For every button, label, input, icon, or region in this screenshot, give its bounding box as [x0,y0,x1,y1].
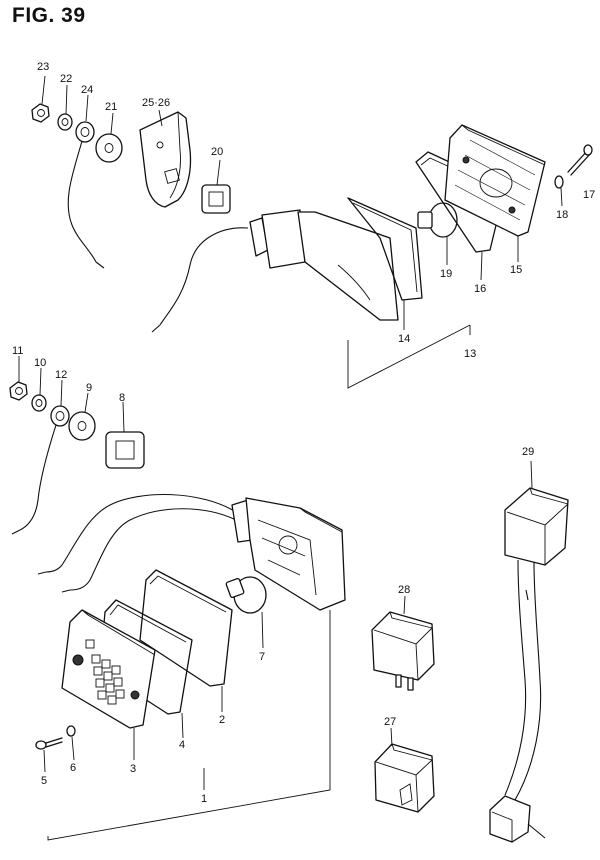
callout-9: 9 [86,382,92,394]
callout-3: 3 [130,763,136,775]
part-27-flasher [374,727,435,813]
callout-4: 4 [179,739,185,751]
callout-10: 10 [34,357,46,369]
part-18-washer [554,175,564,207]
callout-5: 5 [41,775,47,787]
callout-18: 18 [556,209,568,221]
part-3-lens [61,609,156,760]
part-10-washer [31,367,47,412]
part-7-bulb [225,576,267,649]
callout-16: 16 [474,283,486,295]
part-19-bulb [417,202,458,265]
callout-22: 22 [60,73,72,85]
part-15-lens [444,124,546,262]
part-13-upper-lamp-body [151,209,399,333]
callout-29: 29 [522,446,534,458]
part-2-gasket [139,569,233,712]
assembly-1-bracket [47,610,331,841]
part-1-lower-lamp-body [37,494,346,611]
part-25-26-bracket [139,109,192,208]
part-9-washer [68,392,96,441]
callout-24: 24 [81,84,93,96]
part-29-harness [489,460,569,843]
callout-11: 11 [12,345,23,357]
callout-7: 7 [259,651,265,663]
part-17-screw [567,144,593,176]
callout-20: 20 [211,146,223,158]
callout-17: 17 [583,189,595,201]
callout-14: 14 [398,333,410,345]
part-11-nut [9,356,28,401]
part-5-screw [35,737,63,773]
callout-6: 6 [70,762,76,774]
part-14-gasket [347,197,423,330]
callout-28: 28 [398,584,410,596]
part-12-ground-lead [11,379,70,535]
callout-25-26: 25·26 [142,97,170,109]
part-6-washer [66,725,76,761]
lens-grid-pattern [85,639,125,705]
callout-27: 27 [384,716,396,728]
part-23-nut [31,75,50,123]
figure-title: FIG. 39 [12,4,86,27]
callout-19: 19 [440,268,452,280]
part-8-grommet [105,401,145,469]
callout-8: 8 [119,392,125,404]
callout-21: 21 [105,101,117,113]
part-24-ground-lead [67,94,105,269]
part-22-washer [57,84,73,131]
callout-1: 1 [201,793,207,805]
part-20-grommet [201,159,231,214]
part-28-relay [371,595,435,691]
callout-2: 2 [219,714,225,726]
callout-23: 23 [37,61,49,73]
assembly-13-bracket [347,324,471,389]
part-21-washer [95,112,123,163]
callout-12: 12 [55,369,67,381]
callout-13: 13 [464,348,476,360]
callout-15: 15 [510,264,522,276]
